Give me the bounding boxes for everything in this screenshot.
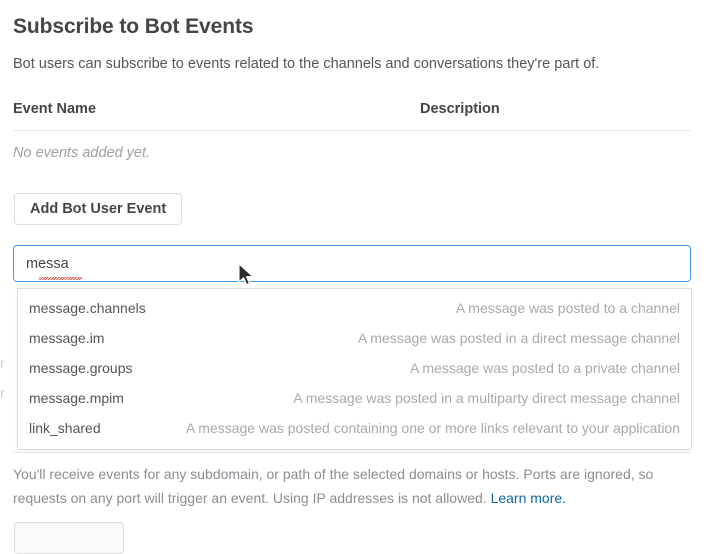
footer-note-text: You'll receive events for any subdomain,…: [13, 466, 654, 506]
dropdown-item-description: A message was posted containing one or m…: [185, 420, 680, 436]
column-header-description: Description: [420, 101, 500, 117]
dropdown-item-name: link_shared: [29, 420, 101, 436]
occluded-background-fragment: r: [0, 355, 5, 371]
dropdown-item[interactable]: message.channels A message was posted to …: [18, 293, 691, 323]
table-header-row: Event Name Description: [13, 101, 691, 131]
occluded-background-fragment: r: [0, 385, 5, 401]
event-search-container: [13, 245, 691, 282]
dropdown-item-name: message.channels: [29, 300, 146, 316]
dropdown-item-description: A message was posted in a multiparty dir…: [293, 390, 680, 406]
page-subtitle: Bot users can subscribe to events relate…: [13, 56, 600, 72]
table-header-divider: [13, 130, 691, 131]
dropdown-item[interactable]: message.groups A message was posted to a …: [18, 353, 691, 383]
footer-action-button[interactable]: [14, 522, 124, 554]
dropdown-item[interactable]: message.im A message was posted in a dire…: [18, 323, 691, 353]
event-suggestions-dropdown[interactable]: message.channels A message was posted to …: [17, 288, 692, 450]
page-title: Subscribe to Bot Events: [13, 15, 254, 38]
add-bot-user-event-button[interactable]: Add Bot User Event: [14, 193, 183, 225]
events-table: Event Name Description No events added y…: [13, 101, 691, 161]
event-search-input[interactable]: [13, 245, 691, 282]
footer-note: You'll receive events for any subdomain,…: [13, 462, 683, 510]
column-header-event-name: Event Name: [13, 101, 97, 117]
subscribe-bot-events-page: Subscribe to Bot Events Bot users can su…: [0, 15, 692, 554]
learn-more-link[interactable]: Learn more.: [490, 490, 567, 506]
dropdown-item-name: message.mpim: [29, 390, 124, 406]
dropdown-item[interactable]: link_shared A message was posted containi…: [18, 413, 691, 443]
dropdown-item-name: message.groups: [29, 360, 133, 376]
dropdown-item-description: A message was posted in a direct message…: [357, 330, 680, 346]
dropdown-item-description: A message was posted to a private channe…: [409, 360, 680, 376]
dropdown-item-description: A message was posted to a channel: [455, 300, 680, 316]
dropdown-item[interactable]: message.mpim A message was posted in a mu…: [18, 383, 691, 413]
dropdown-item-name: message.im: [29, 330, 105, 346]
events-empty-message: No events added yet.: [13, 145, 151, 161]
footer-divider: [13, 452, 691, 453]
